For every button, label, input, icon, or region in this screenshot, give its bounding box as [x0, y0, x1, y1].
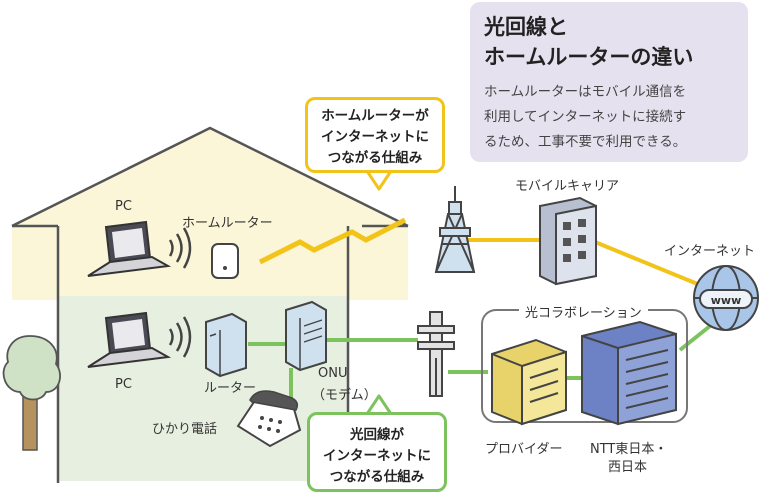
- title-line-2: ホームルーターの違い: [484, 45, 694, 69]
- lightning-icon: [258, 217, 407, 265]
- wifi-waves-icon: [168, 316, 192, 358]
- router-label: ルーター: [204, 381, 257, 396]
- laptop-icon: [87, 220, 172, 277]
- globe-www-icon: www: [693, 265, 759, 331]
- tree-icon: [2, 335, 61, 451]
- building-icon: [581, 320, 677, 426]
- callout-fiber-line-2: インターネットに: [323, 448, 431, 464]
- callout-home-router: ホームルーターが インターネットに つながる仕組み: [305, 97, 445, 173]
- callout-fiber: 光回線が インターネットに つながる仕組み: [307, 412, 447, 492]
- mobile-carrier-label: モバイルキャリア: [515, 179, 620, 194]
- callout-home-router-line-1: ホームルーターが: [321, 108, 429, 124]
- pc-bottom-label: PC: [115, 377, 132, 392]
- router-icon: [205, 312, 247, 378]
- telephone-icon: [236, 390, 302, 448]
- description-line-1: ホームルーターはモバイル通信を: [484, 84, 687, 100]
- onu-label: ONU: [318, 366, 348, 381]
- provider-label: プロバイダー: [485, 442, 563, 457]
- description-line-3: るため、工事不要で利用できる。: [484, 134, 687, 150]
- cell-tower-icon: [434, 186, 476, 273]
- internet-label: インターネット: [664, 244, 756, 259]
- callout-fiber-line-3: つながる仕組み: [329, 469, 425, 485]
- title-box: 光回線と ホームルーターの違い ホームルーターはモバイル通信を 利用してインター…: [470, 2, 748, 162]
- callout-home-router-line-3: つながる仕組み: [327, 150, 423, 166]
- building-icon: [491, 338, 567, 426]
- home-router-label: ホームルーター: [182, 216, 273, 231]
- svg-text:www: www: [711, 294, 742, 307]
- callout-pointer-yellow: [365, 169, 393, 191]
- phone-label: ひかり電話: [152, 422, 218, 437]
- description-line-2: 利用してインターネットに接続す: [484, 109, 687, 125]
- ntt-west-label: 西日本: [608, 460, 648, 475]
- pc-top-label: PC: [115, 199, 132, 214]
- onu-icon: [285, 300, 327, 372]
- callout-fiber-line-1: 光回線が: [350, 427, 404, 443]
- onu-modem-label: （モデム）: [312, 388, 377, 403]
- callout-home-router-line-2: インターネットに: [321, 129, 429, 145]
- utility-pole-icon: [417, 311, 455, 397]
- ntt-label: NTT東日本・: [590, 442, 668, 457]
- collaboration-label: 光コラボレーション: [519, 302, 648, 321]
- building-icon: [539, 196, 597, 286]
- home-router-icon: [211, 243, 239, 279]
- title-line-1: 光回線と: [484, 15, 568, 39]
- laptop-icon: [87, 311, 172, 368]
- wifi-waves-icon: [168, 227, 192, 269]
